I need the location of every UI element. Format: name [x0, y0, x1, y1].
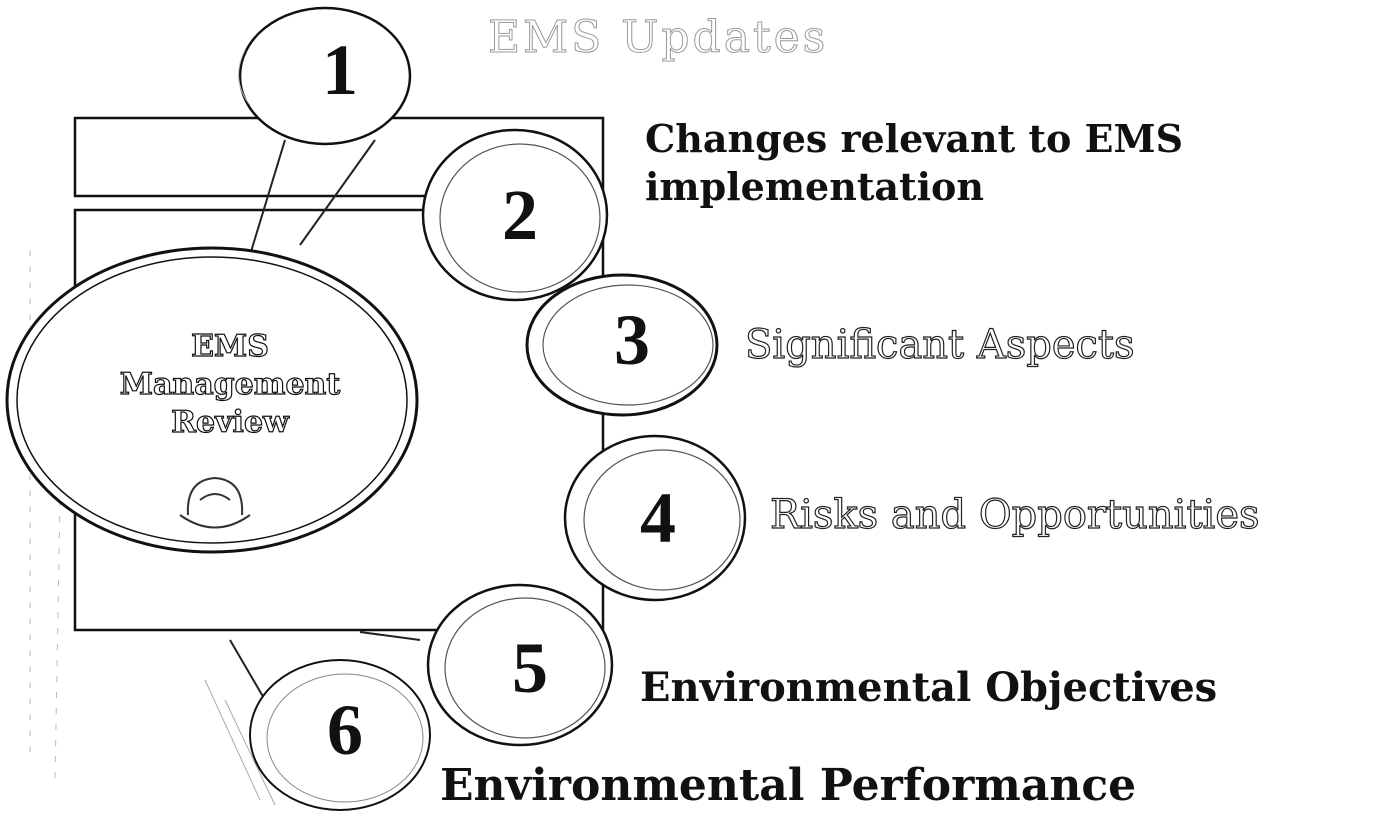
step-label-4: Risks and Opportunities	[769, 491, 1260, 538]
circle-1	[238, 6, 412, 146]
center-label: EMS Management Review	[100, 328, 360, 442]
step-label-1: Changes relevant to EMS implementation	[645, 116, 1184, 209]
circle-2	[421, 128, 609, 302]
step-label-6: Environmental Performance	[440, 760, 1137, 811]
step-number-6: 6	[327, 690, 363, 770]
step-number-4: 4	[640, 478, 676, 558]
step-number-2: 2	[502, 175, 538, 255]
connector-6	[229, 631, 421, 701]
center-ellipse-outer	[5, 246, 419, 554]
center-line-2: Management	[119, 366, 341, 402]
person-icon	[179, 476, 251, 529]
circle-6	[249, 659, 431, 811]
step-label-3: Significant Aspects	[744, 321, 1135, 368]
step-number-5: 5	[512, 628, 548, 708]
step-number-1: 1	[322, 30, 358, 110]
bottom-faint-lines	[204, 679, 276, 806]
circle-4	[563, 434, 747, 602]
center-line-1: EMS	[191, 328, 270, 364]
diagram-title: EMS Updates	[488, 12, 829, 64]
circle-3	[525, 273, 719, 417]
step-label-5: Environmental Objectives	[640, 664, 1218, 711]
center-ellipse-inner	[16, 256, 408, 544]
circle-5	[426, 583, 614, 747]
connector-1	[249, 139, 376, 256]
center-line-3: Review	[171, 404, 290, 440]
step-number-3: 3	[614, 300, 650, 380]
